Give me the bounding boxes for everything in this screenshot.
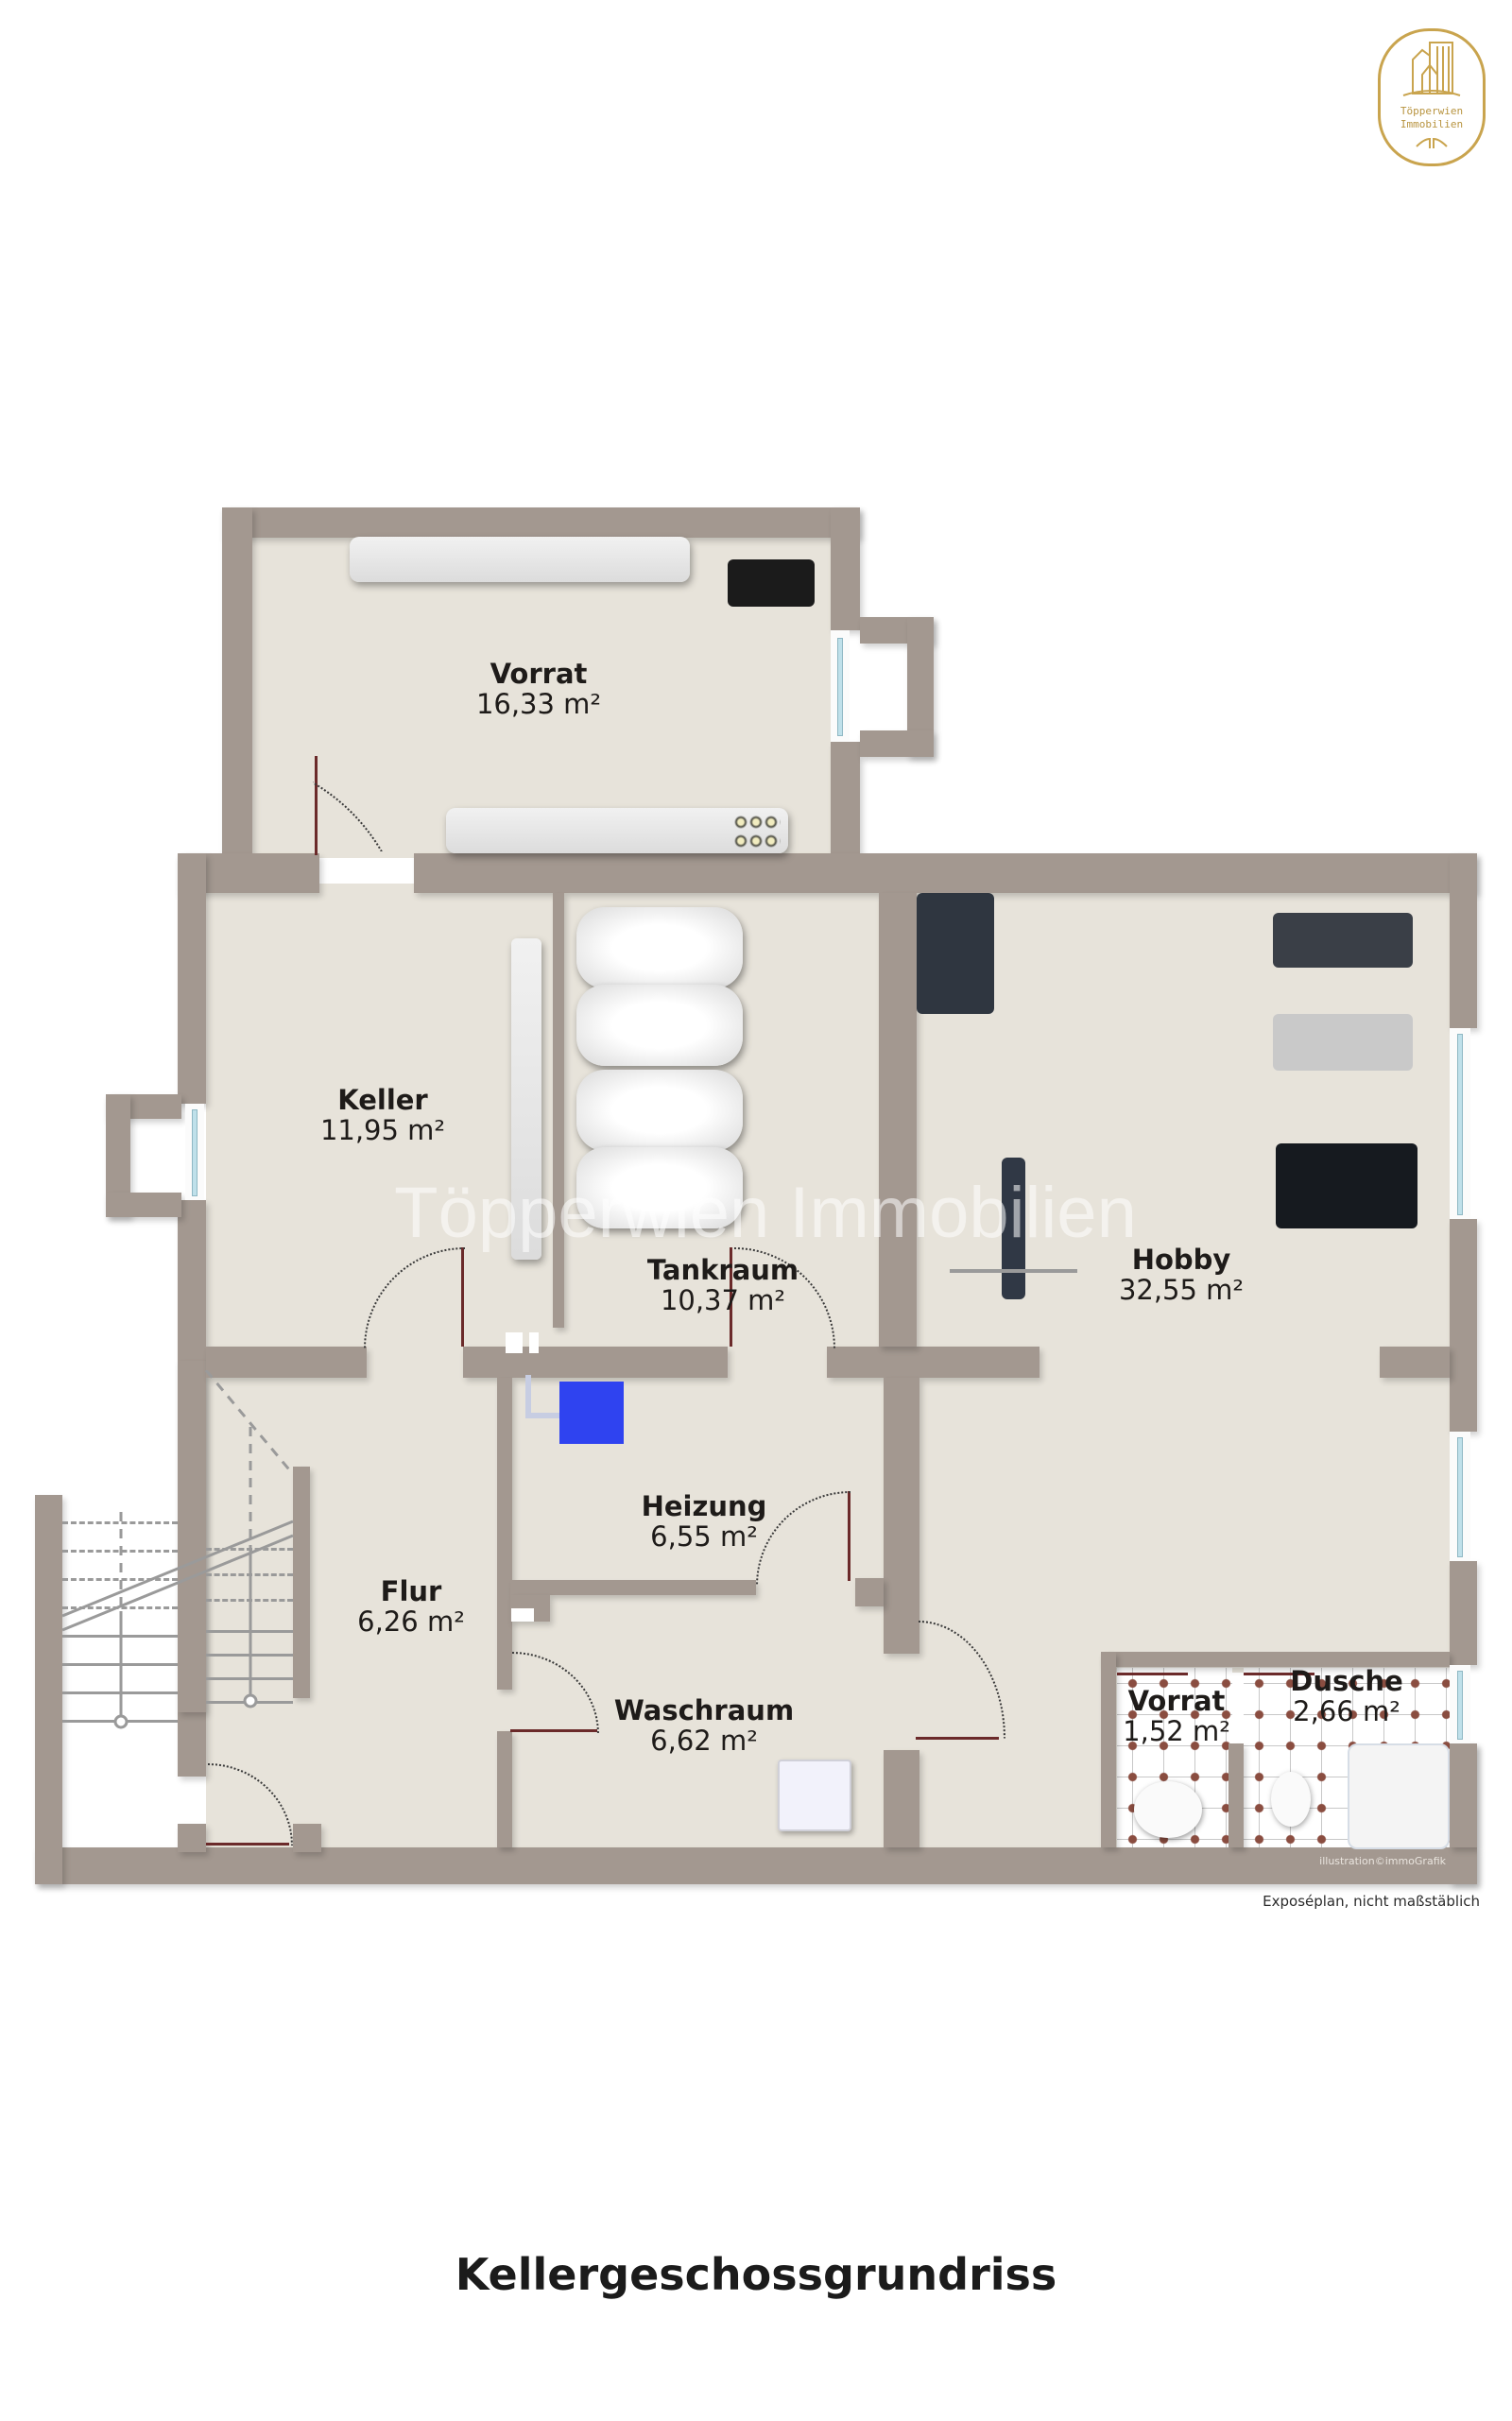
wall (1450, 1219, 1477, 1432)
wall (831, 507, 860, 630)
stair-railing-icon (61, 1370, 295, 1729)
window (1450, 1432, 1470, 1561)
logo-text-line1: Töpperwien (1400, 105, 1464, 117)
wall (1228, 1743, 1244, 1847)
logo-text-line2: Immobilien (1400, 118, 1464, 130)
bottle-crates-icon (728, 559, 815, 607)
door-hobby[interactable] (916, 1737, 999, 1740)
wall (178, 853, 206, 1104)
shaft-opening (506, 1332, 523, 1353)
wall (497, 1731, 512, 1847)
wall (222, 507, 860, 538)
stair-step (62, 1521, 178, 1524)
scale-disclaimer: Exposéplan, nicht maßstäblich (1263, 1893, 1480, 1910)
wall (293, 1824, 321, 1852)
wall (463, 1347, 728, 1378)
barbell-bench-icon (1002, 1158, 1025, 1299)
shelf (350, 537, 690, 582)
oil-tank-icon (576, 985, 743, 1066)
oil-tank-icon (576, 1147, 743, 1228)
shelf (511, 938, 541, 1260)
pipe (525, 1375, 565, 1418)
wall (1450, 853, 1477, 1028)
toilet-icon (1271, 1772, 1311, 1827)
sink-icon (1134, 1781, 1202, 1838)
shower-tray-icon (1348, 1743, 1450, 1849)
window (1450, 1028, 1470, 1219)
heater-icon (559, 1382, 624, 1444)
window (831, 630, 850, 742)
oil-tank-icon (576, 907, 743, 988)
window (1450, 1665, 1470, 1743)
wall (293, 1467, 310, 1698)
wall (827, 1347, 1040, 1378)
wall (831, 742, 860, 860)
wall (1450, 1743, 1477, 1847)
shaft-opening (511, 1608, 534, 1622)
door-tankraum[interactable] (730, 1247, 732, 1347)
wall (222, 507, 252, 867)
building-icon (1402, 42, 1461, 96)
wall (35, 1847, 1477, 1884)
wall (1101, 1652, 1116, 1847)
plan-title: Kellergeschossgrundriss (455, 2249, 1057, 2300)
company-logo: Töpperwien Immobilien (1378, 28, 1486, 166)
barbell (950, 1269, 1077, 1273)
wall (884, 1378, 919, 1654)
wall (178, 1361, 206, 1712)
shaft-opening (529, 1332, 539, 1353)
cross-trainer-icon (1273, 1014, 1413, 1071)
wall (1450, 1561, 1477, 1665)
logo-monogram-icon (1416, 137, 1448, 148)
wall (1101, 1652, 1450, 1667)
watermark: Töpperwien Immobilien (394, 1173, 1137, 1253)
oil-tank-icon (576, 1070, 743, 1151)
wall (206, 1347, 367, 1378)
wall (510, 1580, 756, 1595)
window (185, 1104, 204, 1200)
wall (1380, 1347, 1450, 1378)
stair-step (62, 1578, 178, 1581)
wall (884, 1750, 919, 1847)
wall (879, 893, 917, 1347)
door-vorrat-small[interactable] (1117, 1673, 1188, 1675)
door-dusche[interactable] (1244, 1673, 1314, 1675)
dumbbell-rack-icon (917, 893, 994, 1014)
wall (35, 1495, 62, 1884)
wall (178, 1824, 206, 1852)
washing-machine-icon (778, 1760, 851, 1831)
weight-bench-icon (1276, 1143, 1418, 1228)
credit-text: illustration©immoGrafik (1319, 1855, 1446, 1867)
wall (860, 730, 934, 757)
wall (553, 893, 564, 1328)
wall (855, 1578, 884, 1606)
bottle-rack-icon (733, 813, 781, 850)
wall (497, 1378, 512, 1690)
shelf (446, 808, 788, 853)
wall (414, 853, 1477, 893)
wall (106, 1193, 181, 1217)
exercise-bike-icon (1273, 913, 1413, 968)
